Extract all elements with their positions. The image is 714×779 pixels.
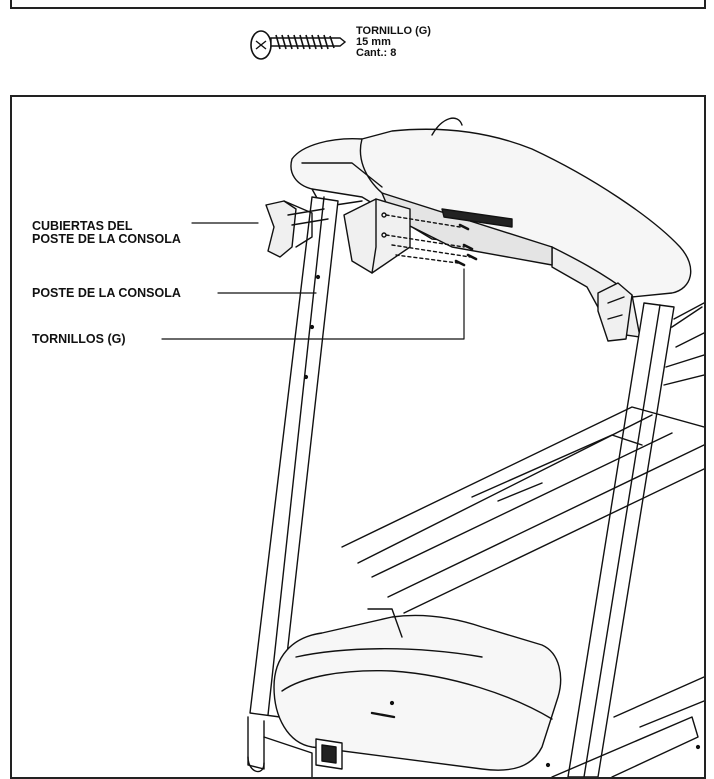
hardware-size: 15 mm <box>356 36 391 48</box>
hardware-name: TORNILLO (G) <box>356 25 431 37</box>
hardware-quantity: Cant.: 8 <box>356 47 397 59</box>
treadmill-drawing <box>161 117 704 777</box>
callout-screws: TORNILLOS (G) <box>32 332 126 346</box>
previous-step-frame <box>10 0 706 9</box>
assembly-diagram: CUBIERTAS DEL POSTE DE LA CONSOLA POSTE … <box>10 95 706 779</box>
callout-console-post: POSTE DE LA CONSOLA <box>32 286 181 300</box>
callout-post-covers-line1: CUBIERTAS DEL <box>32 219 133 233</box>
callout-post-covers-line2: POSTE DE LA CONSOLA <box>32 232 181 246</box>
callout-post-covers: CUBIERTAS DEL POSTE DE LA CONSOLA <box>32 220 181 246</box>
hardware-label: TORNILLO (G) 15 mm Cant.: 8 <box>356 26 431 59</box>
screw-icon <box>250 30 347 60</box>
